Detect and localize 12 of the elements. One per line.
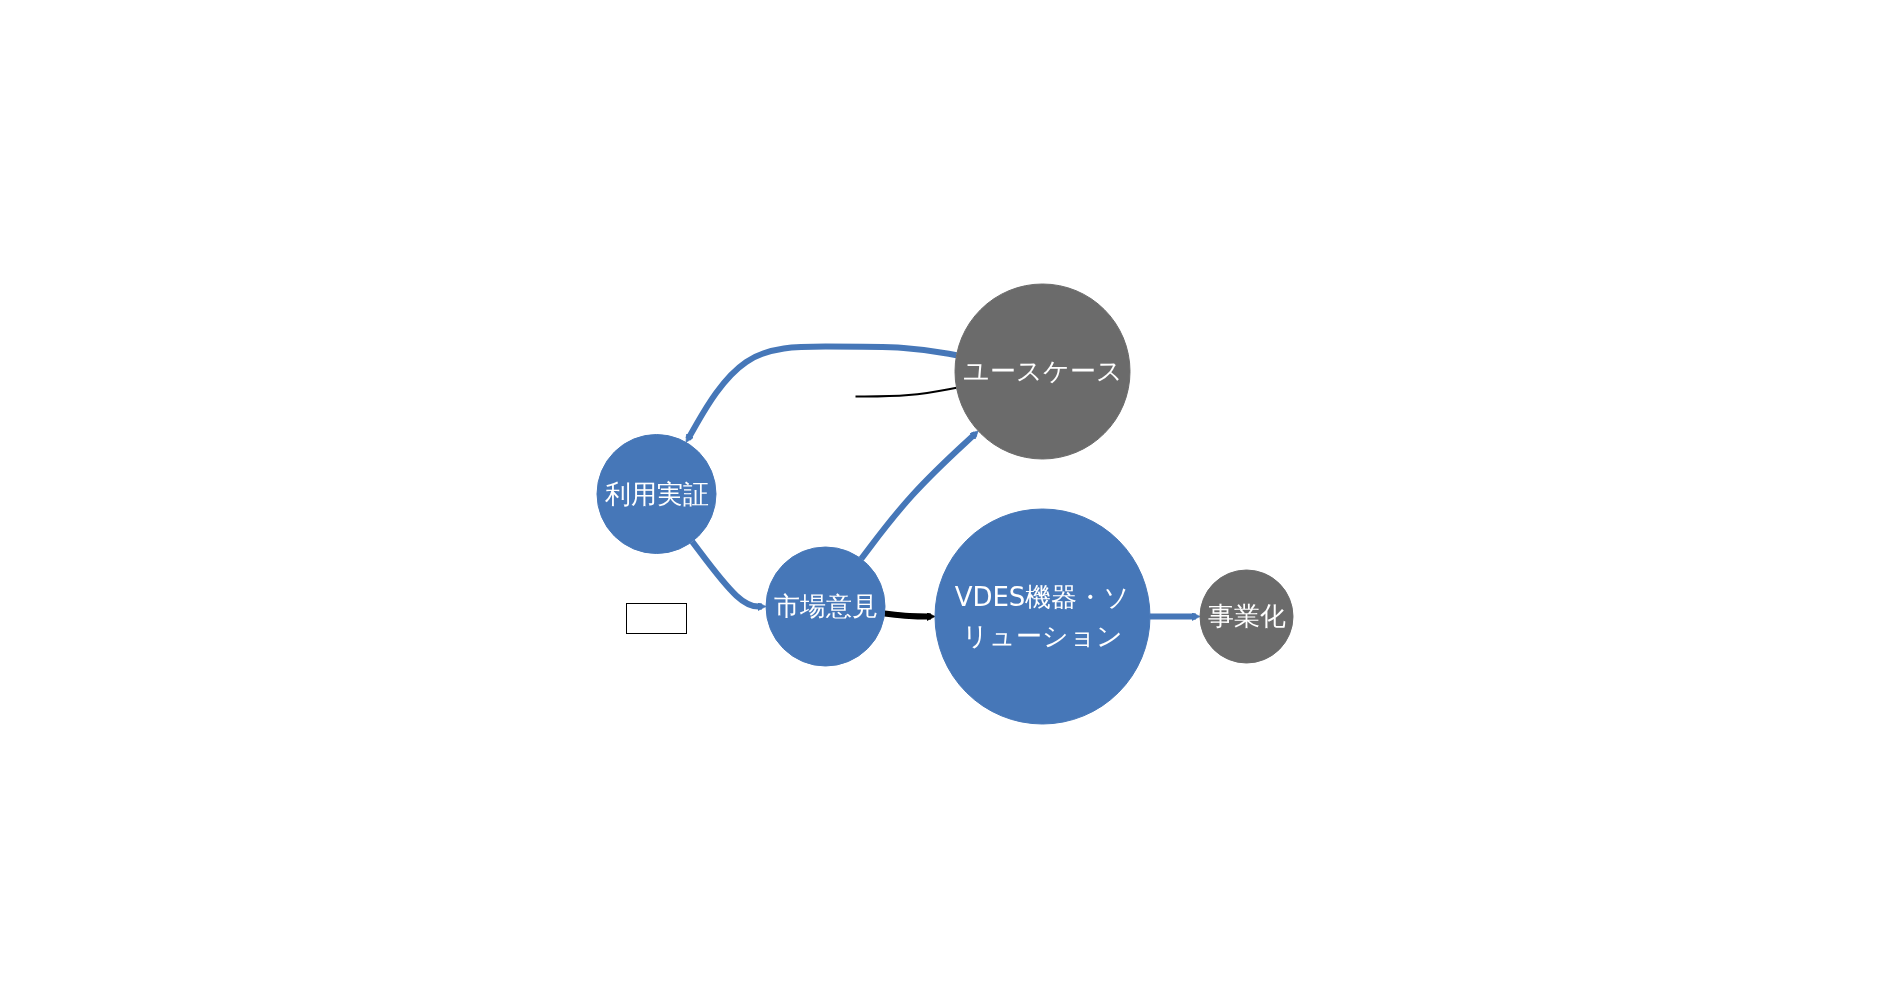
arrow [1149, 612, 1200, 621]
node-circle: ユースケース [954, 283, 1130, 460]
arrow [858, 430, 979, 561]
arrow [883, 610, 935, 621]
arrow [684, 343, 957, 443]
node-circle: 事業化 [1199, 569, 1293, 664]
node-box [625, 603, 687, 634]
node-circle: 市場意見 [765, 546, 885, 667]
arrow [689, 539, 766, 611]
node-circle: 利用実証 [596, 434, 716, 554]
node-circle: VDES機器・ソリューション [934, 508, 1150, 725]
connector [854, 386, 957, 398]
